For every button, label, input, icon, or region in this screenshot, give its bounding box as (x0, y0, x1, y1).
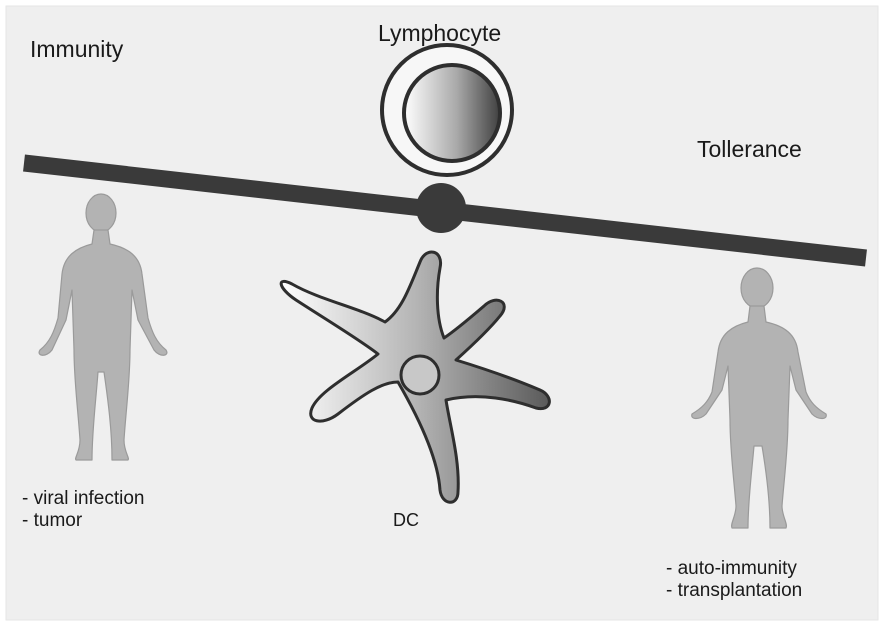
immunity-label: Immunity (30, 36, 123, 62)
lymphocyte-cell (382, 45, 512, 175)
immunity-condition-item: - tumor (22, 510, 145, 532)
dc-nucleus (401, 356, 439, 394)
immunity-conditions-list: - viral infection - tumor (22, 488, 145, 532)
lymphocyte-label: Lymphocyte (378, 20, 501, 46)
tolerance-label: Tollerance (697, 136, 802, 162)
immunity-condition-item: - viral infection (22, 488, 145, 510)
tolerance-condition-item: - transplantation (666, 580, 802, 602)
tolerance-conditions-list: - auto-immunity - transplantation (666, 558, 802, 602)
balance-pivot (416, 183, 466, 233)
tolerance-condition-item: - auto-immunity (666, 558, 802, 580)
dc-label: DC (393, 510, 419, 531)
